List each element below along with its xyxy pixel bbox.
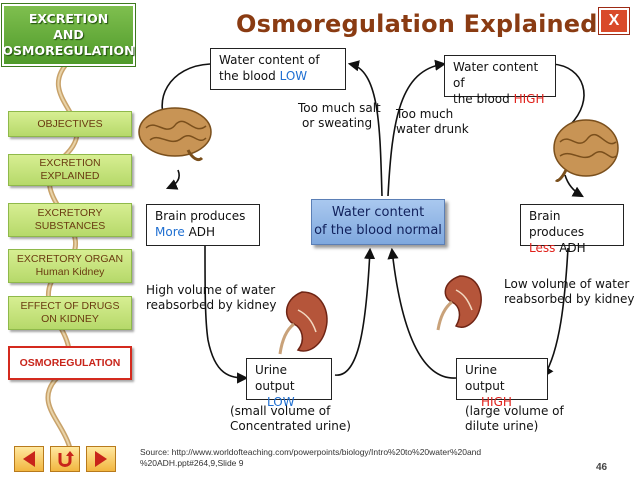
urine-high-note: (large volume of dilute urine) (465, 404, 564, 433)
sidebar-item-excretion-explained[interactable]: EXCRETION EXPLAINED (8, 154, 132, 186)
source-citation: Source: http://www.worldofteaching.com/p… (140, 447, 482, 468)
slide-title: Osmoregulation Explained (236, 10, 598, 38)
brain-image-right (553, 119, 619, 182)
close-button[interactable]: X (599, 8, 629, 34)
cause-too-much-salt: Too much salt or sweating (298, 101, 381, 130)
kidney-image-left (278, 291, 328, 355)
reabsorb-low-label: Low volume of water reabsorbed by kidney (504, 277, 635, 306)
sidebar-header: EXCRETION AND OSMOREGULATION (2, 4, 135, 66)
kidney-image-right (436, 275, 482, 331)
sidebar-item-objectives[interactable]: OBJECTIVES (8, 111, 132, 137)
sidebar-item-excretory-substances[interactable]: EXCRETORY SUBSTANCES (8, 203, 132, 237)
brain-image-left (138, 107, 212, 162)
blood-normal-box: Water content of the blood normal (311, 199, 445, 245)
blood-low-box: Water content of the blood LOW (210, 48, 346, 90)
reabsorb-high-label: High volume of water reabsorbed by kidne… (146, 283, 277, 312)
blood-high-box: Water content of the blood HIGH (444, 55, 556, 106)
urine-high-box: Urine output HIGH (456, 358, 548, 409)
urine-low-box: Urine output LOW (246, 358, 332, 409)
brain-less-adh-box: Brain produces Less ADH (520, 204, 624, 255)
previous-button[interactable] (14, 446, 44, 472)
brain-more-adh-box: Brain produces More ADH (146, 204, 260, 246)
sidebar-item-excretory-organ[interactable]: EXCRETORY ORGAN Human Kidney (8, 249, 132, 283)
page-number: 46 (596, 462, 608, 473)
previous-arrow-icon (23, 451, 35, 467)
sidebar: EXCRETION AND OSMOREGULATION OBJECTIVES … (0, 0, 140, 479)
next-button[interactable] (86, 446, 116, 472)
urine-low-note: (small volume of Concentrated urine) (230, 404, 351, 433)
close-icon: X (608, 12, 620, 29)
return-icon (58, 451, 74, 467)
return-button[interactable] (50, 446, 80, 472)
next-arrow-icon (95, 451, 107, 467)
sidebar-item-effect-of-drugs[interactable]: EFFECT OF DRUGS ON KIDNEY (8, 296, 132, 330)
sidebar-item-osmoregulation[interactable]: OSMOREGULATION (8, 346, 132, 380)
cause-too-much-water: Too much water drunk (396, 107, 469, 136)
